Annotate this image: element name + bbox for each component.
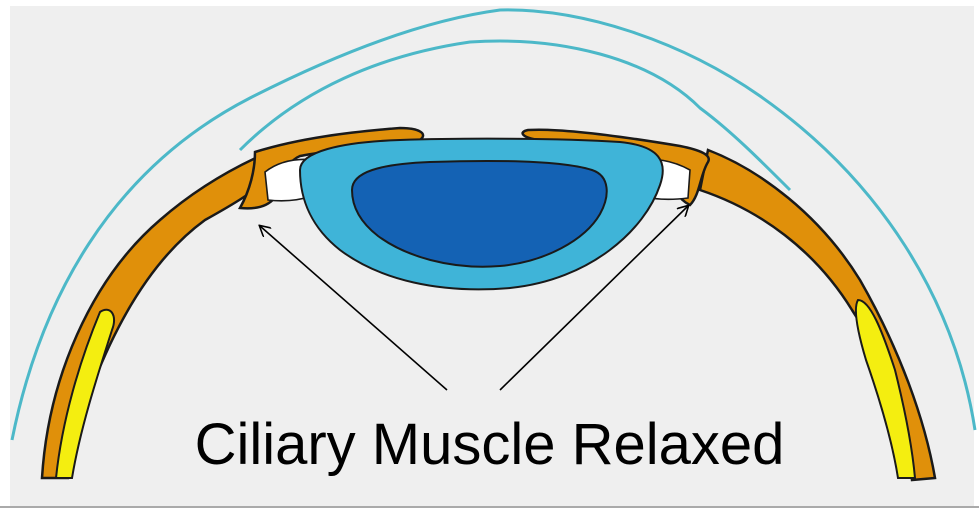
diagram-caption: Ciliary Muscle Relaxed bbox=[0, 412, 979, 478]
